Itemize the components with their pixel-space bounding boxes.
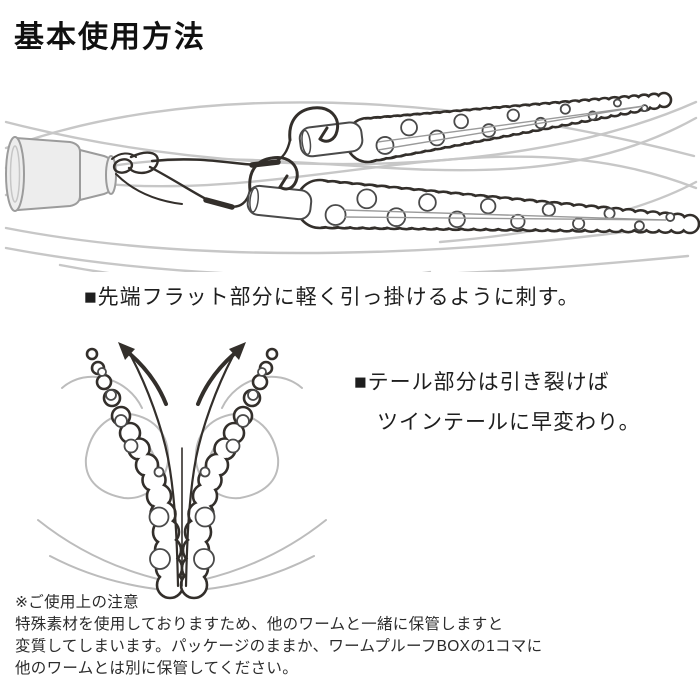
pull-arrows (128, 352, 236, 406)
step2-caption-line1: ■テール部分は引き裂けば (354, 371, 610, 394)
jig-body (5, 136, 117, 212)
figure-rigged-worms (4, 91, 700, 272)
worm-stripes (343, 105, 667, 221)
worm-heads (246, 121, 364, 221)
notes-line: 特殊素材を使用しておりますため、他のワームと一緒に保管しますと (15, 616, 504, 633)
pull-arrow-heads (118, 342, 246, 360)
step1-caption: ■先端フラット部分に軽く引っ掛けるように刺す。 (84, 286, 580, 309)
tail-inner-lines (129, 354, 235, 588)
tail-left-body (85, 347, 185, 600)
page-title: 基本使用方法 (14, 21, 206, 54)
tail-holes (97, 367, 267, 570)
figure-tail-split (37, 342, 327, 600)
notes-line: 他のワームとは別に保管してください。 (15, 660, 299, 677)
notes-heading: ※ご使用上の注意 (15, 594, 139, 611)
notes-line: 変質してしまいます。パッケージのままか、ワームプルーフBOXの1コマに (15, 638, 543, 655)
hooks (248, 106, 340, 192)
usage-notes: ※ご使用上の注意 特殊素材を使用しておりますため、他のワームと一緒に保管しますと… (15, 592, 542, 680)
step2-caption-line2: ツインテールに早変わり。 (377, 411, 641, 434)
